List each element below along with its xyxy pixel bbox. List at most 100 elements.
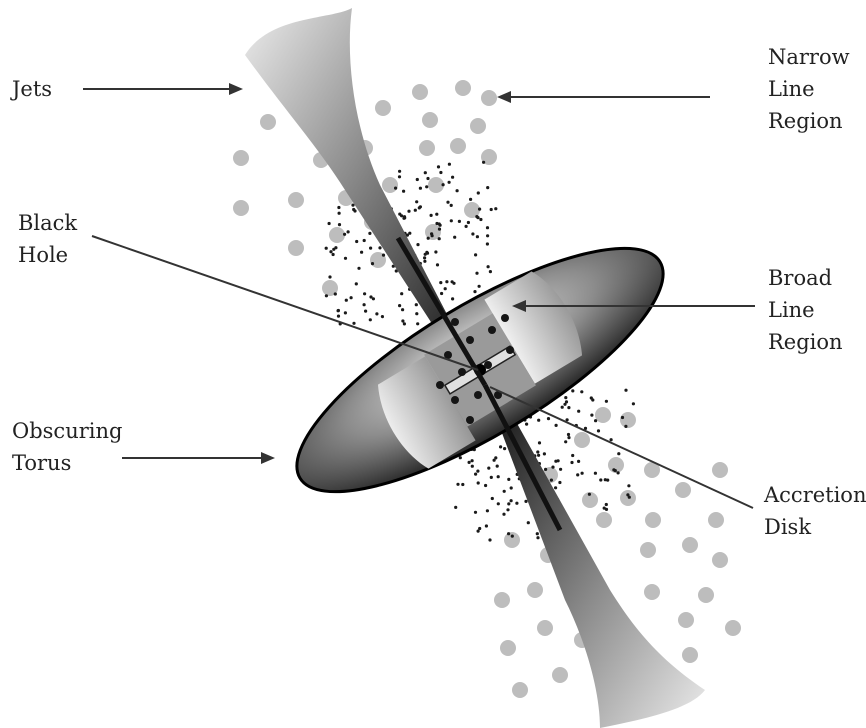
nlr-cloud bbox=[494, 592, 510, 608]
gas-dot bbox=[621, 416, 624, 419]
nlr-cloud bbox=[481, 90, 497, 106]
gas-dot bbox=[511, 535, 514, 538]
gas-dot bbox=[437, 165, 440, 168]
gas-dot bbox=[345, 299, 348, 302]
nlr-cloud bbox=[698, 587, 714, 603]
gas-dot bbox=[363, 303, 366, 306]
gas-dot bbox=[442, 183, 445, 186]
gas-dot bbox=[325, 294, 328, 297]
gas-dot bbox=[603, 507, 606, 510]
gas-dot bbox=[352, 322, 355, 325]
gas-dot bbox=[610, 438, 613, 441]
label-line: Region bbox=[768, 330, 843, 354]
nlr-cloud bbox=[537, 620, 553, 636]
arrowhead-narrow-line-region bbox=[497, 91, 511, 103]
gas-dot bbox=[439, 281, 442, 284]
gas-dot bbox=[632, 402, 635, 405]
gas-dot bbox=[473, 290, 476, 293]
gas-dot bbox=[479, 218, 482, 221]
label-jets: Jets bbox=[10, 77, 52, 101]
gas-dot bbox=[461, 483, 464, 486]
gas-dot bbox=[401, 319, 404, 322]
nlr-cloud bbox=[422, 112, 438, 128]
gas-dot bbox=[544, 468, 547, 471]
gas-dot bbox=[543, 452, 546, 455]
blr-cloud bbox=[458, 368, 466, 376]
gas-dot bbox=[536, 450, 539, 453]
label-line: Accretion bbox=[763, 483, 866, 507]
gas-dot bbox=[355, 282, 358, 285]
gas-dot bbox=[503, 490, 506, 493]
nlr-cloud bbox=[644, 584, 660, 600]
nlr-cloud bbox=[712, 462, 728, 478]
gas-dot bbox=[328, 275, 331, 278]
gas-dot bbox=[477, 191, 480, 194]
gas-dot bbox=[474, 473, 477, 476]
label-line: Obscuring bbox=[12, 419, 122, 443]
gas-dot bbox=[561, 406, 564, 409]
gas-dot bbox=[426, 177, 429, 180]
gas-dot bbox=[502, 513, 505, 516]
nlr-cloud bbox=[552, 667, 568, 683]
gas-dot bbox=[605, 400, 608, 403]
gas-dot bbox=[469, 198, 472, 201]
gas-dot bbox=[439, 224, 442, 227]
gas-dot bbox=[537, 454, 540, 457]
gas-dot bbox=[507, 502, 510, 505]
gas-dot bbox=[325, 247, 328, 250]
gas-dot bbox=[369, 295, 372, 298]
gas-dot bbox=[416, 243, 419, 246]
gas-dot bbox=[497, 475, 500, 478]
gas-dot bbox=[451, 176, 454, 179]
gas-dot bbox=[357, 267, 360, 270]
gas-dot bbox=[434, 250, 437, 253]
label-jets-line: Jets bbox=[10, 77, 52, 101]
blr-cloud bbox=[466, 336, 474, 344]
label-line: Broad bbox=[768, 266, 832, 290]
gas-dot bbox=[423, 260, 426, 263]
nlr-cloud bbox=[640, 542, 656, 558]
gas-dot bbox=[476, 470, 479, 473]
nlr-cloud bbox=[678, 612, 694, 628]
gas-dot bbox=[604, 478, 607, 481]
gas-dot bbox=[439, 171, 442, 174]
gas-dot bbox=[567, 406, 570, 409]
gas-dot bbox=[627, 484, 630, 487]
label-line: Line bbox=[768, 77, 815, 101]
gas-dot bbox=[344, 311, 347, 314]
gas-dot bbox=[497, 502, 500, 505]
gas-dot bbox=[416, 178, 419, 181]
label-broad-line-region: Broad Line Region bbox=[768, 266, 843, 354]
gas-dot bbox=[363, 239, 366, 242]
gas-dot bbox=[450, 219, 453, 222]
label-black-hole: Black Hole bbox=[18, 211, 84, 267]
gas-dot bbox=[403, 322, 406, 325]
gas-dot bbox=[338, 223, 341, 226]
gas-dot bbox=[493, 459, 496, 462]
gas-dot bbox=[485, 524, 488, 527]
blr-cloud bbox=[451, 396, 459, 404]
gas-dot bbox=[350, 296, 353, 299]
nlr-cloud bbox=[682, 647, 698, 663]
gas-dot bbox=[474, 511, 477, 514]
gas-dot bbox=[475, 272, 478, 275]
gas-dot bbox=[494, 207, 497, 210]
gas-dot bbox=[337, 315, 340, 318]
label-line: Line bbox=[768, 298, 815, 322]
nlr-cloud bbox=[712, 552, 728, 568]
gas-dot bbox=[555, 424, 558, 427]
gas-dot bbox=[436, 263, 439, 266]
gas-dot bbox=[507, 478, 510, 481]
gas-dot bbox=[369, 318, 372, 321]
gas-dot bbox=[415, 303, 418, 306]
gas-dot bbox=[486, 234, 489, 237]
gas-dot bbox=[489, 270, 492, 273]
gas-dot bbox=[458, 220, 461, 223]
label-accretion-disk: Accretion Disk bbox=[763, 483, 866, 539]
gas-dot bbox=[576, 473, 579, 476]
nlr-cloud bbox=[504, 532, 520, 548]
gas-dot bbox=[491, 497, 494, 500]
gas-dot bbox=[537, 419, 540, 422]
nlr-cloud bbox=[233, 200, 249, 216]
